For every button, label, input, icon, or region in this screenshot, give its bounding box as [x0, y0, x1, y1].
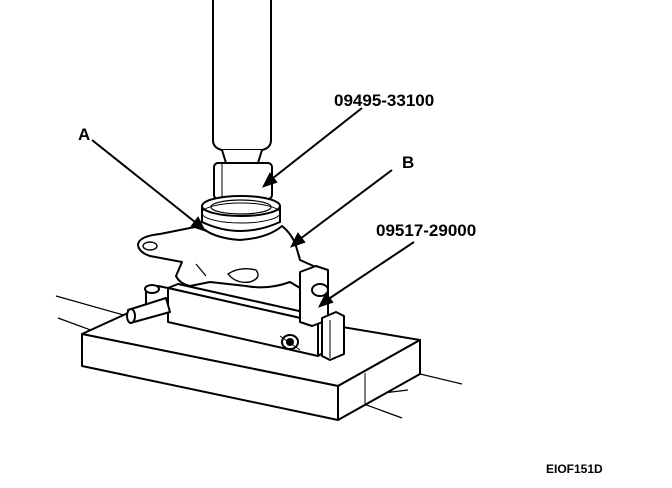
figure-code: EIOF151D [546, 462, 603, 476]
steering-knuckle [137, 225, 319, 293]
label-tool-press: 09495-33100 [334, 91, 434, 110]
label-part-b: B [402, 153, 414, 172]
leader-lines [91, 107, 415, 308]
press-shaft [212, 0, 273, 200]
label-part-a: A [78, 125, 90, 144]
hub-bearing [201, 195, 281, 232]
fixture-bar [126, 265, 345, 361]
label-tool-fixture: 09517-29000 [376, 221, 476, 240]
